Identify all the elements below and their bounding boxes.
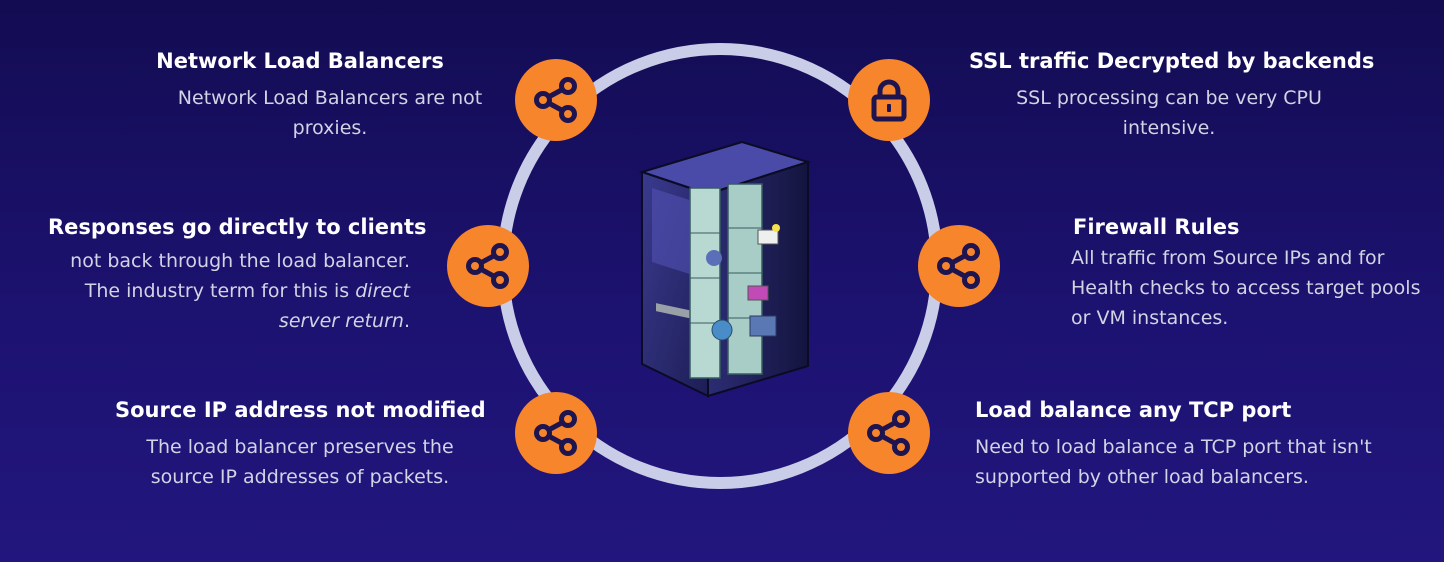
feature-description: Network Load Balancers are not proxies. <box>177 87 483 139</box>
share-icon <box>447 225 529 307</box>
feature-firewall-rules: Firewall Rules All traffic from Source I… <box>1071 213 1431 333</box>
feature-description: Need to load balance a TCP port that isn… <box>975 436 1372 488</box>
feature-title: SSL traffic Decrypted by backends <box>969 49 1375 73</box>
feature-source-ip: Source IP address not modified The load … <box>115 396 486 492</box>
feature-title: Network Load Balancers <box>156 49 444 73</box>
feature-title: Firewall Rules <box>1073 215 1240 239</box>
feature-title: Load balance any TCP port <box>975 398 1292 422</box>
feature-description: The load balancer preserves the source I… <box>146 436 454 488</box>
feature-title: Responses go directly to clients <box>48 215 427 239</box>
feature-responses-direct: Responses go directly to clients not bac… <box>48 213 428 336</box>
feature-description: All traffic from Source IPs and for Heal… <box>1071 247 1421 329</box>
lock-icon <box>848 59 930 141</box>
feature-description: SSL processing can be very CPU intensive… <box>1016 87 1322 139</box>
feature-network-load-balancers: Network Load Balancers Network Load Bala… <box>130 47 510 143</box>
share-icon <box>918 225 1000 307</box>
share-icon <box>515 59 597 141</box>
feature-ssl-decrypted: SSL traffic Decrypted by backends SSL pr… <box>969 47 1379 143</box>
share-icon <box>848 392 930 474</box>
feature-title: Source IP address not modified <box>115 398 486 422</box>
feature-description: not back through the load balancer. The … <box>70 250 410 332</box>
server-illustration <box>638 140 812 398</box>
feature-any-tcp-port: Load balance any TCP port Need to load b… <box>975 396 1395 492</box>
share-icon <box>515 392 597 474</box>
